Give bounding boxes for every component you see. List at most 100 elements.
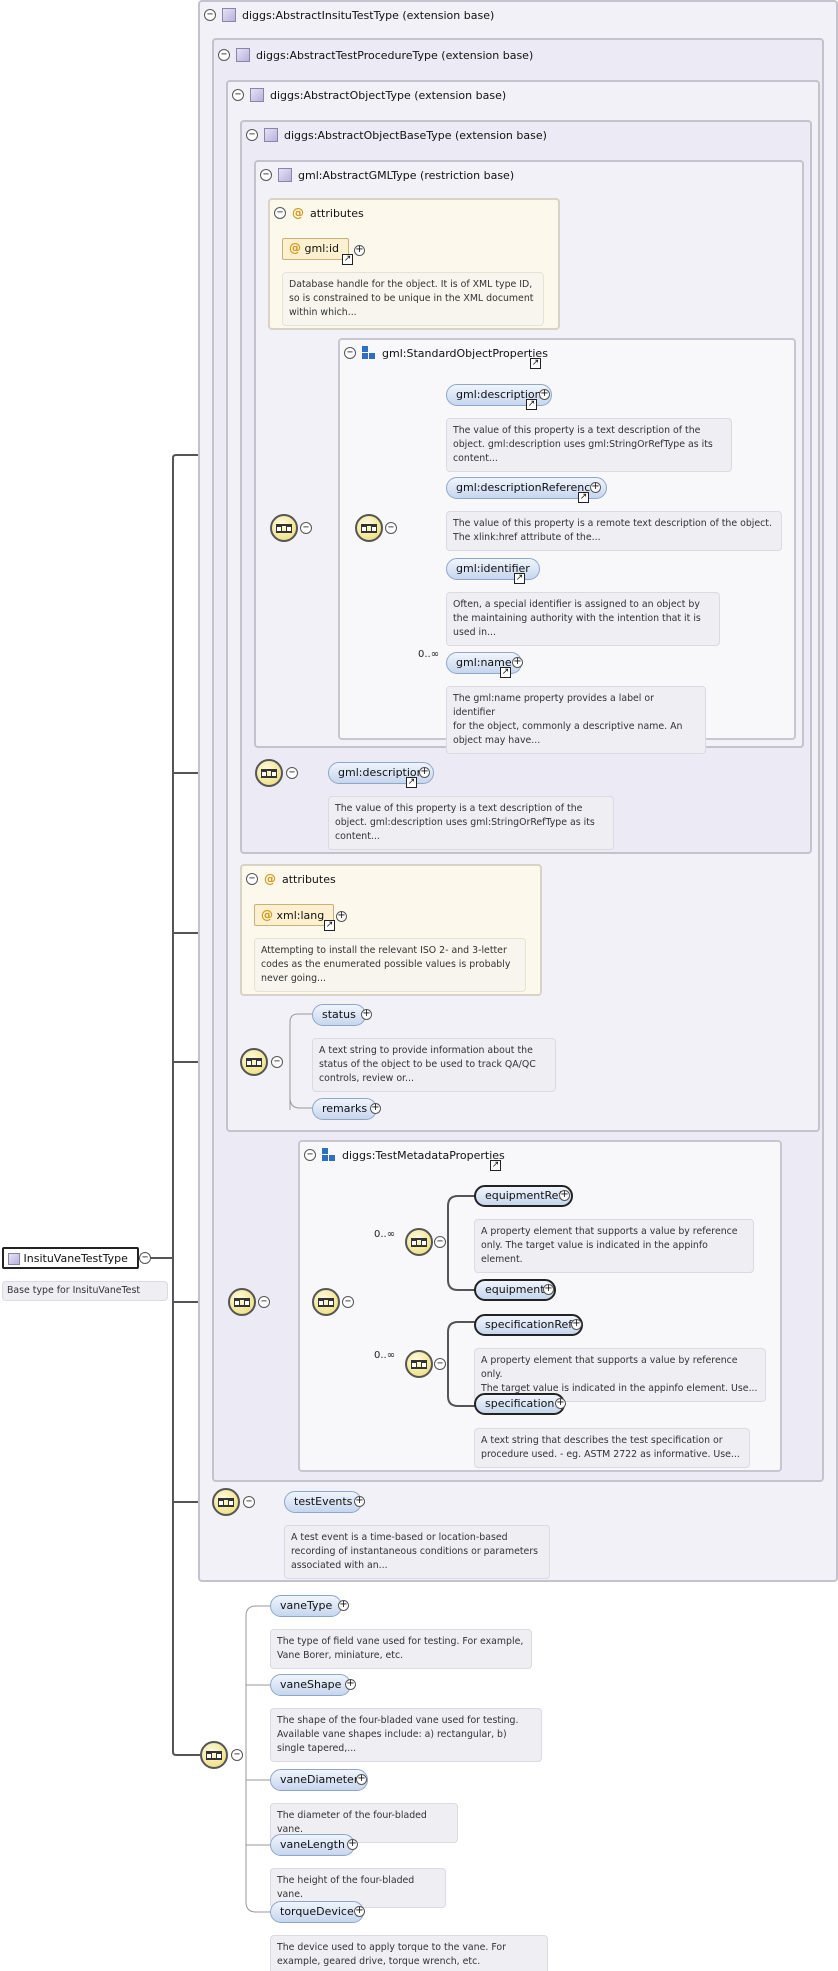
- root-type-label: InsituVaneTestType: [23, 1252, 128, 1265]
- element-gml-identifier[interactable]: gml:identifier: [446, 558, 540, 580]
- root-type-insitu-vane-test-type[interactable]: InsituVaneTestType: [2, 1247, 139, 1269]
- base-type-label: diggs:AbstractObjectType (extension base…: [270, 88, 507, 102]
- collapse-toggle[interactable]: −: [300, 522, 312, 534]
- element-gml-description-reference[interactable]: gml:descriptionReference: [446, 477, 608, 499]
- expand-icon[interactable]: +: [571, 1318, 582, 1330]
- element-label: remarks: [322, 1102, 368, 1115]
- attribute-name: xml:lang: [276, 909, 325, 922]
- link-icon[interactable]: ↗: [526, 399, 537, 410]
- doc-line: The value of this property is a remote t…: [453, 518, 772, 529]
- element-vane-length[interactable]: vaneLength: [270, 1834, 355, 1856]
- doc-line: used in...: [453, 627, 497, 638]
- expand-icon[interactable]: +: [356, 1773, 367, 1785]
- expand-icon[interactable]: +: [543, 1283, 554, 1295]
- doc-line: The xlink:href attribute of the...: [453, 532, 601, 543]
- element-doc: The value of this property is a text des…: [446, 418, 732, 472]
- collapse-toggle[interactable]: −: [274, 207, 286, 219]
- link-icon[interactable]: ↗: [514, 573, 525, 584]
- attribute-gml-id[interactable]: @ gml:id: [282, 238, 349, 260]
- collapse-toggle[interactable]: −: [139, 1252, 151, 1264]
- collapse-toggle[interactable]: −: [258, 1296, 270, 1308]
- collapse-toggle[interactable]: −: [434, 1236, 446, 1248]
- element-gml-description[interactable]: gml:description: [328, 762, 434, 784]
- link-icon[interactable]: ↗: [530, 358, 541, 369]
- branch-lines: [290, 1090, 312, 1109]
- expand-icon[interactable]: +: [354, 244, 365, 256]
- collapse-toggle[interactable]: −: [434, 1358, 446, 1370]
- expand-icon[interactable]: +: [336, 910, 347, 922]
- link-icon[interactable]: ↗: [324, 920, 335, 931]
- element-test-events[interactable]: testEvents: [284, 1491, 363, 1513]
- element-label: equipment: [485, 1283, 545, 1296]
- expand-icon[interactable]: +: [590, 481, 601, 493]
- element-remarks[interactable]: remarks: [312, 1098, 378, 1120]
- cardinality-label: 0..∞: [418, 649, 440, 660]
- collapse-toggle[interactable]: −: [385, 522, 397, 534]
- element-gml-description[interactable]: gml:description: [446, 384, 552, 406]
- link-icon[interactable]: ↗: [578, 492, 589, 503]
- collapse-toggle[interactable]: −: [246, 873, 258, 885]
- expand-icon[interactable]: +: [347, 1838, 358, 1850]
- link-icon[interactable]: ↗: [342, 254, 353, 265]
- collapse-toggle[interactable]: −: [231, 1749, 243, 1761]
- collapse-toggle[interactable]: −: [232, 89, 244, 101]
- element-doc: The type of field vane used for testing.…: [270, 1629, 532, 1669]
- element-specification[interactable]: specification: [474, 1393, 566, 1415]
- doc-line: A property element that supports a value…: [481, 1355, 738, 1380]
- base-type-label: gml:AbstractGMLType (restriction base): [298, 168, 515, 182]
- element-equipment-ref[interactable]: equipmentRef: [474, 1185, 574, 1207]
- doc-line: associated with an...: [291, 1560, 388, 1571]
- element-vane-type[interactable]: vaneType: [270, 1595, 343, 1617]
- element-equipment[interactable]: equipment: [474, 1279, 556, 1301]
- element-label: gml:description: [456, 388, 542, 401]
- expand-icon[interactable]: +: [419, 766, 430, 778]
- expand-icon[interactable]: +: [345, 1678, 356, 1690]
- element-status[interactable]: status: [312, 1004, 366, 1026]
- element-vane-diameter[interactable]: vaneDiameter: [270, 1769, 369, 1791]
- element-label: status: [322, 1008, 356, 1021]
- attributes-box: − @ attributes @ gml:id ↗ + Database han…: [268, 198, 560, 330]
- collapse-toggle[interactable]: −: [218, 49, 230, 61]
- doc-line: the maintaining authority with the inten…: [453, 613, 701, 624]
- collapse-toggle[interactable]: −: [342, 1296, 354, 1308]
- sequence-icon: [312, 1288, 340, 1316]
- doc-line: Vane Borer, miniature, etc.: [277, 1650, 404, 1661]
- expand-icon[interactable]: +: [555, 1397, 566, 1409]
- collapse-toggle[interactable]: −: [243, 1496, 255, 1508]
- expand-icon[interactable]: +: [512, 656, 523, 668]
- attribute-xml-lang[interactable]: @ xml:lang: [254, 904, 335, 926]
- element-specification-ref[interactable]: specificationRef: [474, 1314, 584, 1336]
- collapse-toggle[interactable]: −: [204, 9, 216, 21]
- doc-line: within which...: [289, 307, 357, 318]
- link-icon[interactable]: ↗: [500, 667, 511, 678]
- collapse-toggle[interactable]: −: [246, 129, 258, 141]
- element-torque-device[interactable]: torqueDevice: [270, 1901, 364, 1923]
- element-vane-shape[interactable]: vaneShape: [270, 1674, 352, 1696]
- expand-icon[interactable]: +: [354, 1495, 365, 1507]
- expand-icon[interactable]: +: [539, 388, 550, 400]
- collapse-toggle[interactable]: −: [304, 1149, 316, 1161]
- attribute-icon: @: [292, 206, 304, 220]
- expand-icon[interactable]: +: [354, 1905, 365, 1917]
- expand-icon[interactable]: +: [559, 1189, 570, 1201]
- expand-icon[interactable]: +: [338, 1599, 349, 1611]
- link-icon[interactable]: ↗: [406, 777, 417, 788]
- doc-line: controls, review or...: [319, 1073, 414, 1084]
- doc-line: object. gml:description uses gml:StringO…: [453, 439, 713, 450]
- element-doc: The device used to apply torque to the v…: [270, 1935, 548, 1971]
- doc-line: A text string that describes the test sp…: [481, 1435, 723, 1446]
- link-icon[interactable]: ↗: [490, 1160, 501, 1171]
- attribute-icon: @: [289, 241, 301, 255]
- attribute-name: gml:id: [304, 242, 340, 255]
- collapse-toggle[interactable]: −: [271, 1056, 283, 1068]
- collapse-toggle[interactable]: −: [286, 767, 298, 779]
- collapse-toggle[interactable]: −: [260, 169, 272, 181]
- collapse-toggle[interactable]: −: [344, 347, 356, 359]
- element-doc: A test event is a time-based or location…: [284, 1525, 550, 1579]
- attributes-box: − @ attributes @ xml:lang ↗ + Attempting…: [240, 864, 542, 996]
- doc-line: A text string to provide information abo…: [319, 1045, 533, 1056]
- sequence-icon: [212, 1488, 240, 1516]
- expand-icon[interactable]: +: [361, 1008, 372, 1020]
- doc-line: The type of field vane used for testing.…: [277, 1636, 524, 1647]
- expand-icon[interactable]: +: [370, 1102, 381, 1114]
